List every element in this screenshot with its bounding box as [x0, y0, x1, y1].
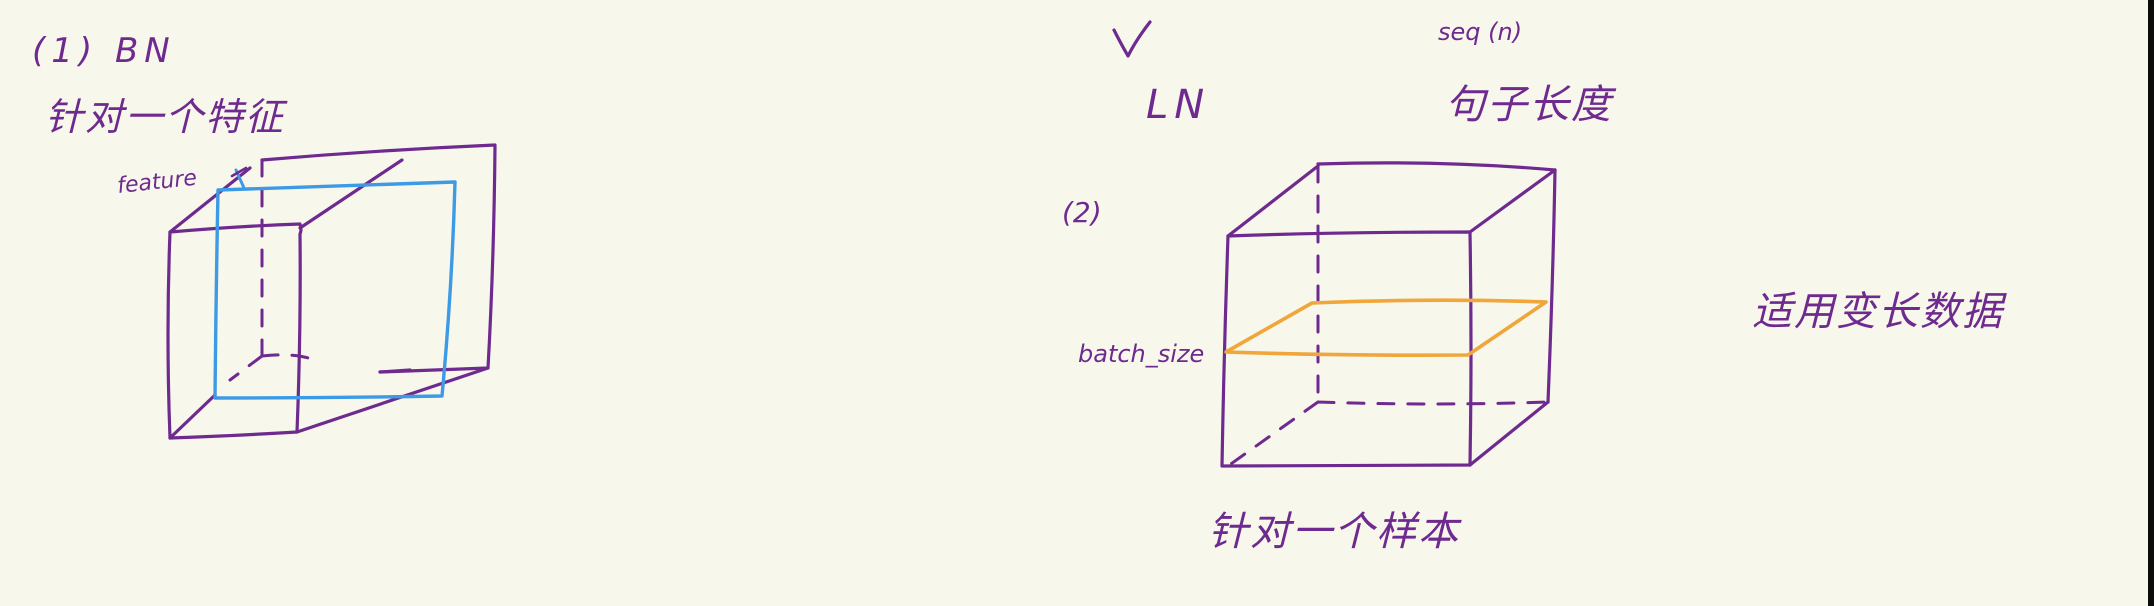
bn-cube-back-face — [260, 143, 497, 374]
ln-side-note: 适用变长数据 — [1752, 289, 2007, 335]
ln-axis-label: batch_size — [1078, 340, 1204, 368]
window-edge — [2148, 0, 2154, 606]
bn-cube-hidden-edges — [228, 158, 320, 382]
bn-feature-slice — [213, 180, 457, 400]
bn-cube — [166, 143, 497, 440]
ln-cube-hidden-edges — [1226, 164, 1550, 468]
ln-index: (2) — [1062, 196, 1102, 229]
ln-cube — [1220, 161, 1557, 468]
ln-note: 针对一个样本 — [1208, 509, 1462, 555]
ln-sample-slice — [1224, 298, 1548, 357]
bn-label: (1) BN — [32, 31, 176, 71]
bn-axis-label: feature — [116, 166, 198, 199]
bn-feature-pointer — [230, 166, 248, 178]
bn-cube-front-face — [166, 222, 303, 440]
ln-label: LN — [1146, 82, 1210, 128]
seq-label: seq (n) — [1438, 18, 1522, 46]
ln-cube-back-face — [1316, 161, 1557, 404]
ln-cube-edges — [1226, 164, 1557, 467]
ln-cube-front-face — [1220, 230, 1473, 468]
seq-note: 句子长度 — [1445, 82, 1617, 128]
bn-note: 针对一个特征 — [45, 95, 288, 139]
bn-cube-edges — [168, 158, 490, 440]
check-mark-icon — [1112, 20, 1152, 58]
